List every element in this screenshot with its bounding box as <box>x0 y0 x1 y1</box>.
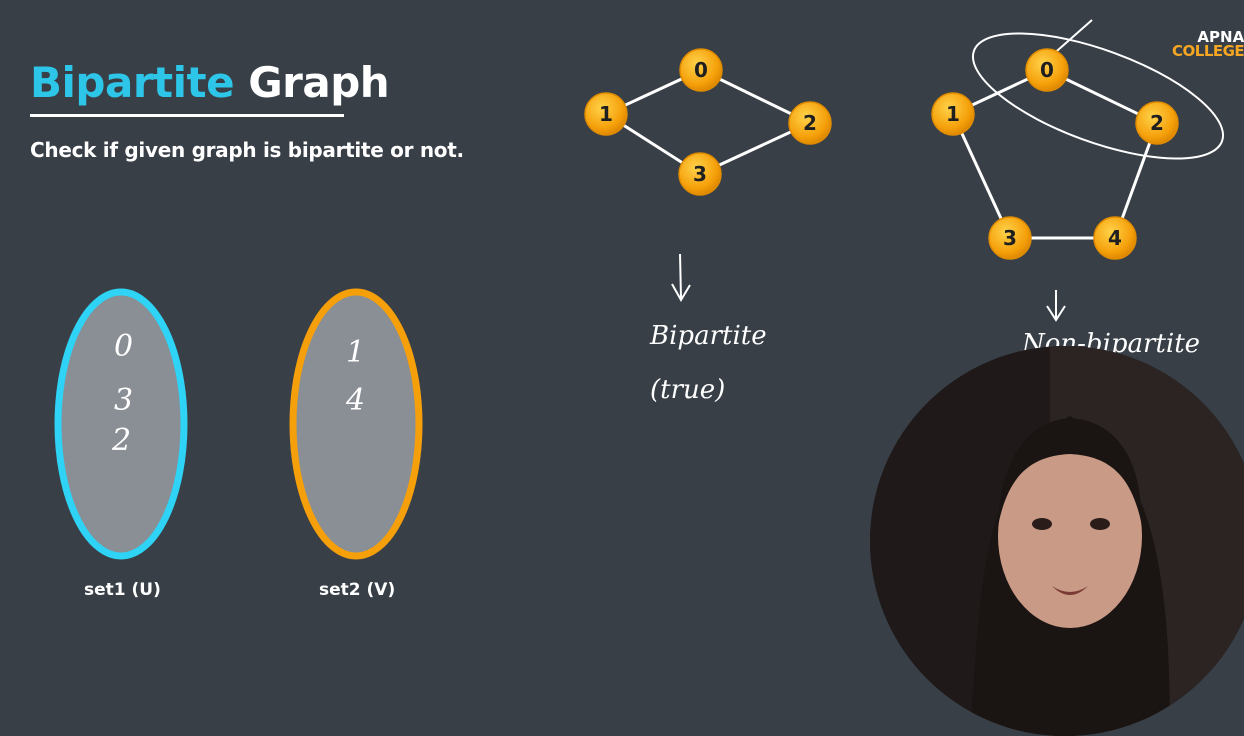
node-circle <box>1093 216 1137 260</box>
node-circle <box>1025 48 1069 92</box>
set2-item: 1 <box>346 335 365 370</box>
graph2-nodes: 0 1 2 3 4 <box>931 48 1179 260</box>
node-label: 2 <box>1150 111 1164 135</box>
graph2-node-1: 1 <box>931 92 975 136</box>
set1-label: set1 (U) <box>84 580 161 600</box>
node-label: 1 <box>599 102 613 126</box>
arrow-down-icon <box>1046 290 1066 322</box>
scribble-circle <box>971 32 1225 160</box>
set1-ellipse <box>54 288 188 560</box>
graph1-node-1: 1 <box>584 92 628 136</box>
node-circle <box>1135 101 1179 145</box>
slide-subtitle: Check if given graph is bipartite or not… <box>30 138 464 162</box>
logo-line-2: COLLEGE <box>1172 42 1244 61</box>
graph1-node-0: 0 <box>679 48 723 92</box>
set1-item: 0 <box>114 329 133 364</box>
set2-item: 4 <box>345 383 365 418</box>
graph1-annotation-line1: Bipartite <box>649 321 767 351</box>
slide-title: Bipartite Graph <box>30 58 390 107</box>
graph1-node-2: 2 <box>788 101 832 145</box>
presenter-figure <box>870 346 1244 736</box>
graph1-annotation-line2: (true) <box>650 375 725 405</box>
node-circle <box>788 101 832 145</box>
graph2-node-3: 3 <box>988 216 1032 260</box>
presenter-webcam <box>870 346 1244 736</box>
node-label: 1 <box>946 102 960 126</box>
logo-line-1: APNA <box>1197 28 1244 46</box>
graph2-node-2: 2 <box>1135 101 1179 145</box>
graph1-node-3: 3 <box>678 152 722 196</box>
set2-ellipse <box>289 288 423 560</box>
set1-item: 2 <box>111 423 131 458</box>
title-underline <box>30 114 344 117</box>
node-circle <box>988 216 1032 260</box>
node-label: 2 <box>803 111 817 135</box>
node-circle <box>584 92 628 136</box>
title-accent: Bipartite <box>30 58 235 107</box>
node-label: 0 <box>694 58 708 82</box>
graph2-node-4: 4 <box>1093 216 1137 260</box>
graph1-nodes: 0 1 2 3 <box>584 48 832 196</box>
graph2-edge-1-3 <box>951 113 1012 239</box>
graph2-edges <box>951 68 1159 240</box>
node-circle <box>678 152 722 196</box>
node-circle <box>931 92 975 136</box>
graph2-node-0: 0 <box>1025 48 1069 92</box>
node-circle <box>679 48 723 92</box>
node-label: 3 <box>693 162 707 186</box>
set1-item: 3 <box>114 383 133 418</box>
set2-label: set2 (V) <box>319 580 396 600</box>
apna-college-logo: APNA COLLEGE <box>1172 28 1244 61</box>
node-label: 3 <box>1003 226 1017 250</box>
title-rest: Graph <box>248 58 390 107</box>
node-label: 4 <box>1108 226 1122 250</box>
arrow-down-icon <box>671 253 691 302</box>
node-label: 0 <box>1040 58 1054 82</box>
